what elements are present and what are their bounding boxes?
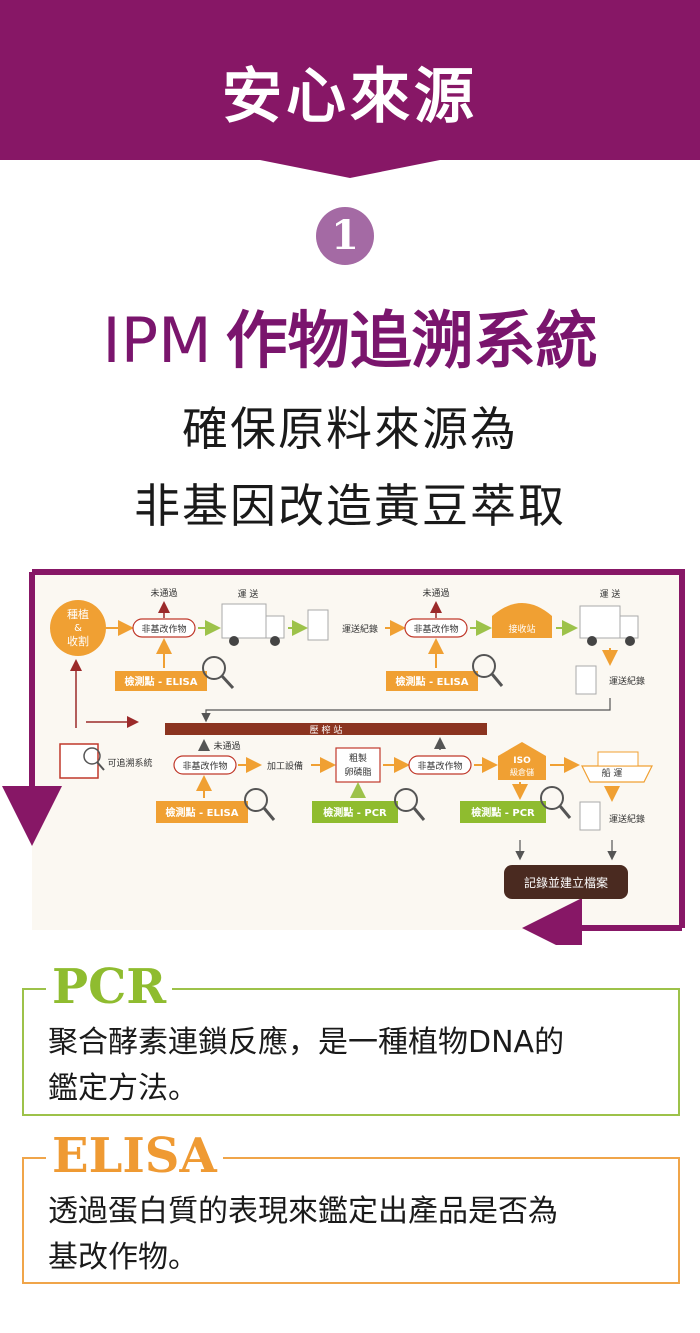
- transport-label-1: 運 送: [238, 588, 259, 600]
- fail-label-3: 未通過: [213, 740, 240, 752]
- ship-icon: [581, 751, 653, 783]
- traceability-diagram: 種植 & 收割 非基改作物 未通過 檢測點 - ELISA 運 送 運送紀錄 非…: [0, 560, 700, 945]
- diagram-svg: 種植 & 收割 非基改作物 未通過 檢測點 - ELISA 運 送 運送紀錄 非…: [2, 569, 685, 945]
- non-gmo-label-4: 非基改作物: [417, 760, 462, 772]
- elisa-checkpoint-label-2: 檢測點 - ELISA: [396, 675, 469, 688]
- pcr-text-line-2: 鑑定方法。: [48, 1071, 198, 1106]
- pcr-checkpoint-label-2: 檢測點 - PCR: [471, 806, 535, 819]
- title-latin: IPM: [102, 304, 212, 377]
- archive-node: [504, 865, 628, 899]
- pcr-title: PCR: [46, 960, 173, 1014]
- elisa-definition-box: ELISA 透過蛋白質的表現來鑑定出產品是否為 基改作物。: [22, 1129, 680, 1284]
- pcr-checkpoint-1: [312, 801, 398, 823]
- magnifier-icon: [472, 654, 504, 687]
- pcr-text-line-1: 聚合酵素連鎖反應，是一種植物DNA的: [48, 1025, 565, 1060]
- traceability-label: 可追溯系統: [107, 757, 152, 769]
- non-gmo-node-4: [408, 755, 472, 775]
- magnifier-icon: [244, 788, 276, 821]
- pcr-definition-box: PCR 聚合酵素連鎖反應，是一種植物DNA的 鑑定方法。: [22, 960, 680, 1116]
- elisa-checkpoint-1: [115, 671, 207, 691]
- title-main: 作物追溯系統: [225, 304, 598, 377]
- elisa-checkpoint-label-1: 檢測點 - ELISA: [125, 675, 198, 688]
- document-icon: [307, 609, 329, 641]
- elisa-text-line-1: 透過蛋白質的表現來鑑定出產品是否為: [48, 1194, 558, 1229]
- plant-harvest-label-2: &: [74, 623, 82, 634]
- non-gmo-node-2: [404, 618, 468, 638]
- crude-lecithin-label-1: 粗製: [349, 752, 367, 764]
- elisa-checkpoint-2: [386, 671, 478, 691]
- traceability-icon: [59, 743, 105, 779]
- crushing-station-bar: [165, 723, 487, 735]
- subtitle-line-2: 非基因改造黃豆萃取: [134, 479, 566, 533]
- transport-record-label-1: 運送紀錄: [342, 623, 378, 635]
- shipping-label: 船 運: [602, 767, 623, 779]
- truck-icon: [579, 605, 639, 646]
- crude-lecithin-node: [335, 747, 381, 783]
- elisa-checkpoint-label-3: 檢測點 - ELISA: [166, 806, 239, 819]
- elisa-text-line-2: 基改作物。: [48, 1240, 198, 1275]
- banner-shape: [0, 0, 700, 178]
- subtitle-line-1: 確保原料來源為: [182, 402, 518, 456]
- iso-warehouse-node: [498, 742, 546, 780]
- archive-label: 記錄並建立檔案: [524, 875, 608, 890]
- step-number-badge: 1: [316, 207, 374, 265]
- non-gmo-node-3: [173, 755, 237, 775]
- elisa-title: ELISA: [46, 1129, 223, 1183]
- non-gmo-node-1: [132, 618, 196, 638]
- transport-record-label-2: 運送紀錄: [609, 675, 645, 687]
- truck-icon: [221, 603, 285, 646]
- frame-top-right: [32, 569, 685, 928]
- receiving-station-label: 接收站: [508, 623, 535, 635]
- plant-harvest-label-1: 種植: [67, 607, 89, 621]
- document-icon: [575, 665, 597, 695]
- magnifier-icon: [202, 656, 235, 690]
- processing-equipment-label: 加工設備: [267, 760, 303, 772]
- elisa-checkpoint-3: [156, 801, 248, 823]
- magnifier-icon: [540, 786, 572, 819]
- iso-warehouse-label-1: ISO: [513, 756, 531, 766]
- fail-label-1: 未通過: [150, 587, 177, 599]
- plant-harvest-label-3: 收割: [67, 634, 89, 648]
- header-banner: 安心來源: [0, 0, 700, 180]
- crude-lecithin-label-2: 卵磷脂: [344, 766, 371, 778]
- pcr-checkpoint-2: [460, 801, 546, 823]
- crushing-station-label: 壓 榨 站: [310, 724, 343, 736]
- iso-warehouse-label-2: 級倉儲: [510, 767, 534, 777]
- non-gmo-label-3: 非基改作物: [182, 760, 227, 772]
- transport-label-2: 運 送: [600, 588, 621, 600]
- banner-title: 安心來源: [222, 62, 478, 132]
- magnifier-icon: [394, 788, 426, 821]
- fail-label-2: 未通過: [422, 587, 449, 599]
- document-icon: [579, 801, 601, 831]
- pcr-checkpoint-label-1: 檢測點 - PCR: [323, 806, 387, 819]
- receiving-station-node: [492, 603, 552, 638]
- non-gmo-label-2: 非基改作物: [413, 623, 458, 635]
- return-arrow: [201, 698, 611, 723]
- non-gmo-label-1: 非基改作物: [141, 623, 186, 635]
- transport-record-label-3: 運送紀錄: [609, 813, 645, 825]
- plant-harvest-node: [50, 600, 106, 656]
